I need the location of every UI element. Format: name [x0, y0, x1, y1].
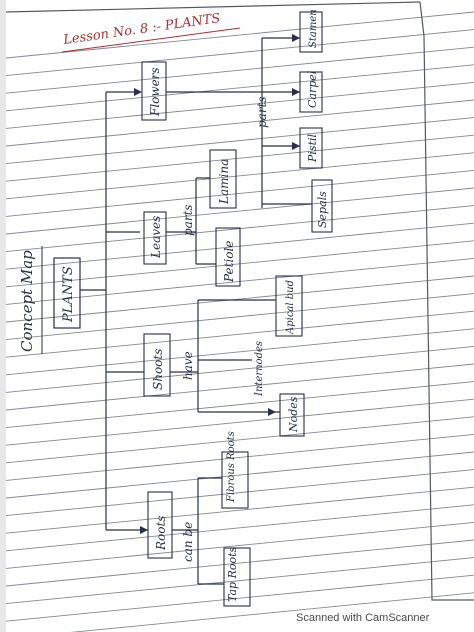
- rule-line: [5, 46, 474, 94]
- rule-line: [5, 293, 474, 341]
- rule-line: [5, 363, 474, 411]
- tap-roots-box: [223, 547, 251, 607]
- leaves-label: Leaves: [149, 216, 163, 259]
- apical-bud-box: [275, 275, 303, 337]
- stamen-box: [299, 11, 323, 53]
- scanner-watermark: Scanned with CamScanner: [296, 612, 430, 624]
- rule-line: [5, 134, 474, 182]
- shoots-box: [143, 333, 171, 397]
- rule-line: [5, 275, 474, 323]
- shoots-label: Shoots: [151, 349, 165, 390]
- carpel-box: [299, 71, 323, 113]
- rule-line: [70, 592, 474, 632]
- apical-bud-label: Apical bud: [285, 280, 296, 335]
- stamen-label: Stamen: [308, 9, 319, 48]
- rule-line: [5, 521, 474, 569]
- lamina-label: Lamina: [217, 159, 231, 205]
- sepals-box: [311, 179, 333, 233]
- rule-line: [5, 398, 474, 446]
- rule-line: [5, 169, 474, 217]
- rule-line: [5, 29, 474, 77]
- rule-line: [5, 64, 474, 112]
- plants-box: [53, 257, 81, 329]
- rule-line: [5, 486, 474, 534]
- rule-line: [5, 557, 474, 605]
- sepals-label: Sepals: [316, 191, 329, 228]
- flowers-box: [141, 61, 167, 121]
- roots-box: [147, 491, 173, 559]
- petiole-box: [215, 227, 241, 287]
- rule-line: [5, 99, 474, 147]
- fibrous-roots-box: [221, 451, 249, 509]
- rule-line: [5, 433, 474, 481]
- rule-line: [5, 152, 474, 200]
- rule-line: [5, 539, 474, 587]
- shoots-have-connector: have: [181, 351, 195, 380]
- nodes-label: Nodes: [287, 396, 300, 433]
- lesson-title-underline: [61, 27, 241, 53]
- rule-line: [5, 381, 474, 429]
- page-right-border: [419, 1, 474, 601]
- branch-boxes: [141, 11, 333, 607]
- tap-roots-label: Tap Roots: [226, 546, 239, 602]
- plants-label: PLANTS: [61, 266, 76, 323]
- petiole-label: Petiole: [222, 241, 236, 283]
- pistil-label: Pistil: [306, 133, 319, 163]
- roots-label: Roots: [154, 516, 168, 551]
- flower-parts-connector: parts: [255, 96, 269, 128]
- page-top-border: [5, 1, 421, 13]
- rule-line: [5, 310, 474, 358]
- rule-line: [5, 469, 474, 517]
- rule-line: [5, 11, 474, 59]
- rule-line: [5, 328, 474, 376]
- pistil-box: [299, 127, 323, 169]
- page-edge-shadow: [0, 0, 6, 632]
- lamina-box: [209, 149, 237, 209]
- leaf-parts-connector: parts: [181, 204, 195, 236]
- rule-line: [5, 187, 474, 235]
- rule-line: [5, 574, 474, 622]
- leaves-box: [143, 211, 167, 265]
- map-connectors: [80, 37, 312, 585]
- rule-line: [5, 117, 474, 165]
- nodes-box: [279, 393, 305, 437]
- carpel-label: Carpel: [306, 70, 319, 108]
- roots-can-be-connector: can be: [181, 522, 195, 562]
- rule-line: [5, 81, 474, 129]
- internodes-label: Internodes: [254, 341, 265, 397]
- rule-line: [5, 451, 474, 499]
- flowers-label: Flowers: [148, 67, 162, 117]
- rule-line: [5, 416, 474, 464]
- rule-line: [5, 504, 474, 552]
- connector-arrowheads: [134, 34, 300, 534]
- rule-line: [5, 345, 474, 393]
- fibrous-label: Fibrous Roots: [226, 431, 237, 503]
- concept-map-heading: Concept Map: [18, 250, 36, 352]
